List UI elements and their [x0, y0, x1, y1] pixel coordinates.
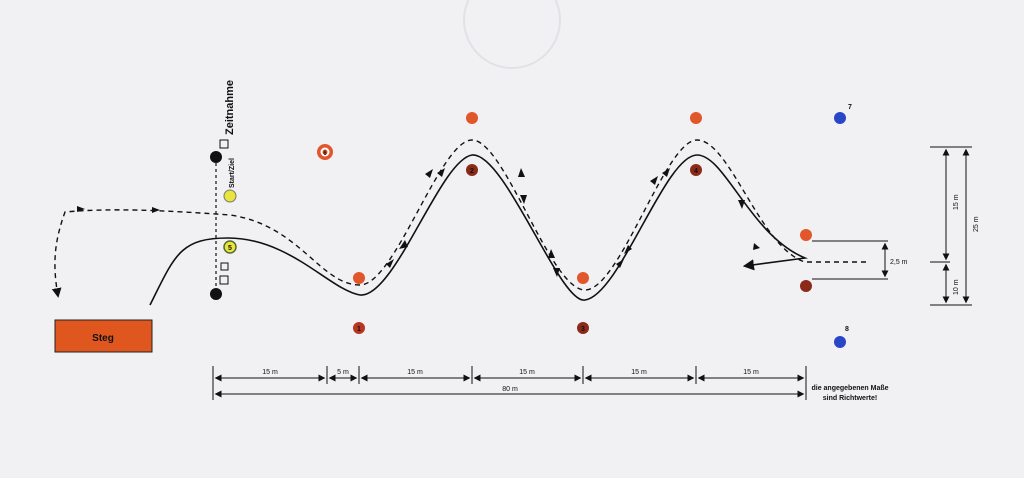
pier-label: Steg — [92, 333, 114, 344]
dim-label-15: 15 m — [953, 194, 960, 210]
course-dashed-line — [51, 139, 866, 298]
orange-buoy — [353, 272, 365, 284]
watermark-seal — [463, 0, 561, 69]
course-solid-line — [149, 154, 809, 306]
buoy-7 — [834, 112, 846, 124]
buoy-5 — [223, 240, 237, 254]
start-buoy-yellow — [223, 189, 237, 203]
pier-box — [54, 319, 153, 353]
buoy-3-number: 3 — [581, 326, 585, 333]
timing-post-bottom — [210, 288, 222, 300]
turn-buoy — [800, 280, 812, 292]
buoy-2-number: 2 — [470, 168, 474, 175]
dim-total: 80 m — [502, 386, 518, 393]
buoy-4 — [690, 164, 702, 176]
timing-post-top — [210, 151, 222, 163]
orange-buoy — [577, 272, 589, 284]
buoy-8-number: 8 — [845, 326, 849, 333]
lifebuoy-icon: 6 — [317, 144, 333, 160]
dim-label-25: 25 m — [973, 216, 980, 232]
buoy-1 — [353, 322, 365, 334]
flag-bottom-icon — [219, 275, 229, 285]
orange-buoy — [690, 112, 702, 124]
buoy-7-number: 7 — [848, 104, 852, 111]
gap-label: 2,5 m — [890, 259, 908, 266]
note-line-2: sind Richtwerte! — [823, 395, 877, 402]
dim-segment-5: 15 m — [631, 369, 647, 376]
dim-segment-6: 15 m — [743, 369, 759, 376]
flag-mid-icon — [220, 262, 229, 271]
dim-segment-4: 15 m — [519, 369, 535, 376]
dim-segment-2: 5 m — [337, 369, 349, 376]
direction-arrows — [77, 168, 760, 277]
orange-buoy — [466, 112, 478, 124]
note-line-1: die angegebenen Maße — [811, 385, 888, 392]
dim-label-10: 10 m — [953, 279, 960, 295]
buoy-5-number: 5 — [228, 245, 232, 252]
buoy-4-number: 4 — [694, 168, 698, 175]
dim-segment-1: 15 m — [262, 369, 278, 376]
buoy-6-number: 6 — [323, 151, 327, 157]
buoy-1-number: 1 — [357, 326, 361, 333]
buoy-2 — [466, 164, 478, 176]
start-finish-label: Start/Ziel — [229, 158, 236, 188]
buoy-3 — [577, 322, 589, 334]
flag-top-icon — [219, 139, 229, 149]
dim-segment-3: 15 m — [407, 369, 423, 376]
timing-label: Zeitnahme — [224, 80, 236, 135]
buoy-8 — [834, 336, 846, 348]
orange-buoy — [800, 229, 812, 241]
bottom-dimensions — [212, 366, 807, 400]
